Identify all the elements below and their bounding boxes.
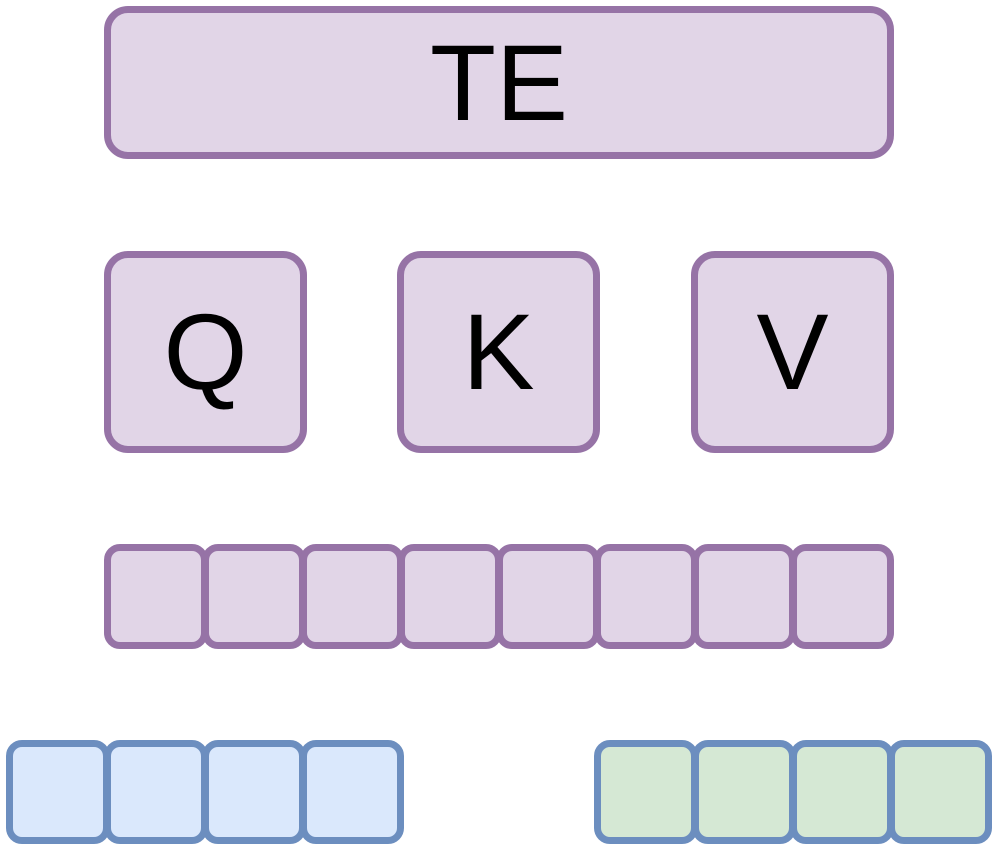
- query-block: Q: [104, 251, 307, 453]
- token-cell: [692, 544, 796, 649]
- right-input-cell: [790, 740, 894, 844]
- query-label: Q: [163, 291, 248, 412]
- key-label: K: [462, 291, 535, 412]
- left-input-cell: [300, 740, 404, 844]
- right-input-cell: [594, 740, 698, 844]
- token-cell: [104, 544, 208, 649]
- token-cell: [790, 544, 894, 649]
- value-label: V: [756, 291, 829, 412]
- te-block: TE: [104, 6, 894, 159]
- te-label: TE: [429, 21, 568, 143]
- left-input-cell: [202, 740, 306, 844]
- token-cell: [594, 544, 698, 649]
- value-block: V: [691, 251, 894, 453]
- key-block: K: [397, 251, 600, 453]
- right-input-cell: [692, 740, 796, 844]
- token-cell: [202, 544, 306, 649]
- token-cell: [398, 544, 502, 649]
- left-input-cell: [104, 740, 208, 844]
- token-cell: [300, 544, 404, 649]
- left-input-cell: [6, 740, 110, 844]
- token-cell: [496, 544, 600, 649]
- right-input-cell: [888, 740, 992, 844]
